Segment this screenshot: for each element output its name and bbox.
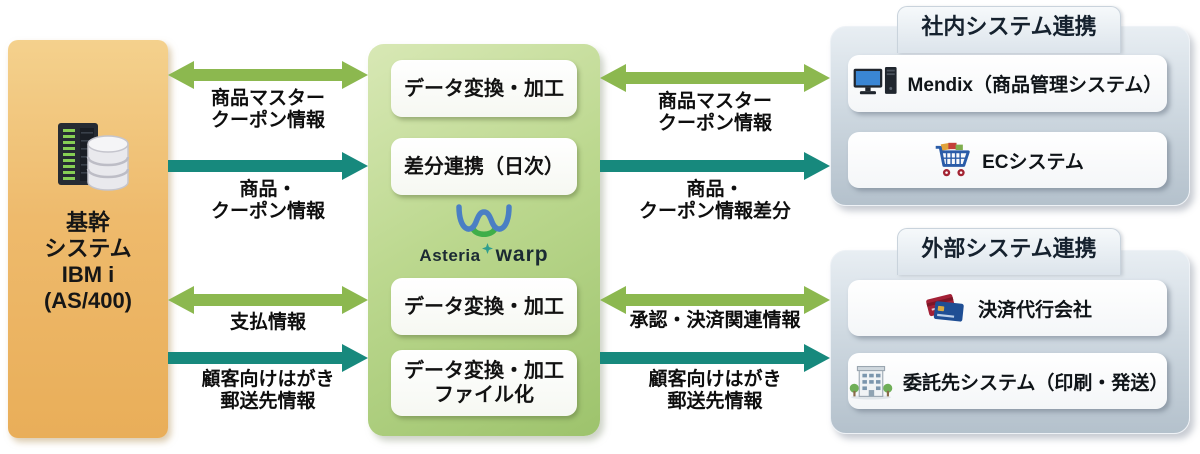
flow-label: 顧客向けはがき 郵送先情報 <box>648 369 782 412</box>
sparkle-icon <box>481 243 493 254</box>
core-system-box: 基幹 システム IBM i (AS/400) <box>8 40 168 438</box>
asteria-wave-logo-icon <box>452 200 516 242</box>
bidirectional-arrow <box>168 286 368 314</box>
flow-label: 商品・ クーポン情報差分 <box>638 179 791 222</box>
flows-core-to-hub: 商品マスター クーポン情報 商品・ クーポン情報 支払情報 顧客向けはがき 郵送… <box>168 0 368 454</box>
right-arrow <box>168 152 368 180</box>
external-system-payment: 決済代行会社 <box>848 280 1167 336</box>
flows-hub-to-systems: 商品マスター クーポン情報 商品・ クーポン情報差分 承認・決済関連情報 顧客向… <box>600 0 830 454</box>
bidirectional-arrow <box>168 61 368 89</box>
hub-step-4: データ変換・加工 ファイル化 <box>391 350 577 416</box>
internal-group-title: 社内システム連携 <box>921 14 1097 39</box>
internal-system-label: Mendix（商品管理システム） <box>907 75 1163 96</box>
external-system-outsourcing: 委託先システム（印刷・発送） <box>848 353 1169 409</box>
flow-label: 承認・決済関連情報 <box>629 310 801 331</box>
hub-step-1: データ変換・加工 <box>391 60 577 117</box>
shopping-cart-icon <box>931 141 973 179</box>
right-arrow <box>168 344 368 372</box>
asteria-warp-wordmark: Asteria warp <box>419 243 548 267</box>
hub-step-2: 差分連携（日次） <box>391 138 577 195</box>
asteria-warp-hub-box: データ変換・加工 差分連携（日次） Asteria warp データ変換・加工 … <box>368 44 600 436</box>
flow-label: 支払情報 <box>229 312 306 333</box>
right-arrow <box>600 152 830 180</box>
desktop-computer-icon <box>853 66 899 101</box>
bidirectional-arrow <box>600 286 830 314</box>
internal-system-mendix: Mendix（商品管理システム） <box>848 55 1167 112</box>
internal-system-ec: ECシステム <box>848 132 1167 188</box>
bidirectional-arrow <box>600 64 830 92</box>
external-group-title: 外部システム連携 <box>921 236 1097 261</box>
logo-product-text: warp <box>495 243 549 266</box>
external-group-tab: 外部システム連携 <box>897 228 1121 275</box>
flow-label: 商品マスター クーポン情報 <box>210 88 325 131</box>
flow-label: 顧客向けはがき 郵送先情報 <box>201 369 335 412</box>
external-system-label: 委託先システム（印刷・発送） <box>903 372 1169 394</box>
external-systems-group: 外部システム連携 決済代行会社 <box>830 228 1190 434</box>
asteria-warp-logo: Asteria warp <box>368 200 600 276</box>
office-building-icon <box>848 362 894 400</box>
flow-label: 商品マスター クーポン情報 <box>657 91 772 134</box>
credit-cards-icon <box>923 291 969 325</box>
hub-step-3: データ変換・加工 <box>391 278 577 335</box>
right-arrow <box>600 344 830 372</box>
core-system-label: 基幹 システム IBM i (AS/400) <box>43 210 133 313</box>
internal-systems-group: 社内システム連携 Mendix（商品管理システム） <box>830 6 1190 206</box>
logo-brand-text: Asteria <box>419 246 481 265</box>
internal-system-label: ECシステム <box>982 151 1084 173</box>
external-system-label: 決済代行会社 <box>977 299 1092 321</box>
server-database-icon <box>8 120 168 192</box>
internal-group-tab: 社内システム連携 <box>897 6 1121 53</box>
flow-label: 商品・ クーポン情報 <box>210 179 325 222</box>
